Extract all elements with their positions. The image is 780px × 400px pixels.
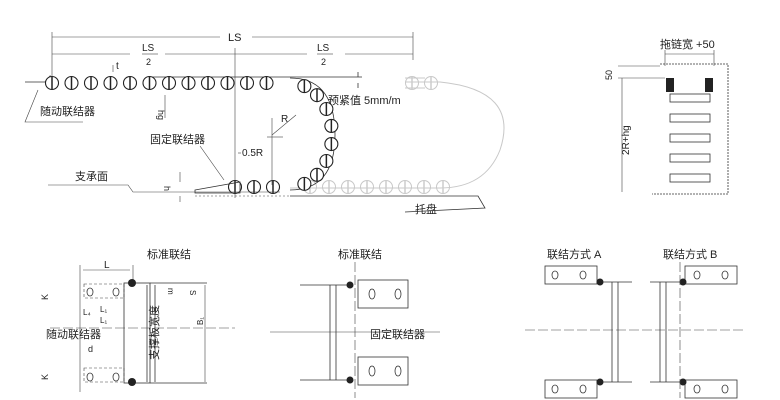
chain-width-label: 拖链宽 +50 <box>660 37 715 51</box>
standard-connection-detail-left: 标准联结 L K K L₄ L₁ L₁ d 随动联结器 m S B₁ 支撑板宽度 <box>40 247 235 392</box>
standard-title-left: 标准联结 <box>147 247 191 261</box>
l1-label: L₁ <box>100 305 107 314</box>
end-view-crossbar <box>669 153 711 163</box>
connection-a-detail: 联结方式 A <box>525 247 745 399</box>
ls-half-left-den: 2 <box>146 57 151 67</box>
half-r-label: 0.5R <box>242 148 263 159</box>
tray-label: 托盘 <box>415 202 437 216</box>
end-view-crossbar <box>669 113 711 123</box>
connection-b-title: 联结方式 B <box>663 247 717 261</box>
ls-half-right-den: 2 <box>321 57 326 67</box>
h-label: h <box>162 186 172 191</box>
moving-connector-detail-label: 随动联结器 <box>46 327 101 341</box>
k-label-bottom: K <box>40 374 50 380</box>
b1-label: B₁ <box>196 317 205 325</box>
fixed-connector-label: 固定联结器 <box>150 132 205 146</box>
end-view-crossbar <box>669 133 711 143</box>
ls-dimension: LS LS 2 LS 2 <box>51 32 414 198</box>
l1b-label: L₁ <box>100 316 107 325</box>
support-surface-label: 支承面 <box>75 170 108 183</box>
r-label: R <box>281 114 288 125</box>
top-gap-label: 50 <box>604 70 614 80</box>
t-label: t <box>116 61 119 72</box>
connection-b-detail: 联结方式 B <box>650 247 738 399</box>
l-label: L <box>104 260 110 271</box>
ls-half-left-num: LS <box>142 43 155 54</box>
hg-label: hg <box>156 110 166 120</box>
end-view-links <box>669 93 711 183</box>
ls-half-right-num: LS <box>317 43 330 54</box>
moving-connector-label: 随动联结器 <box>40 104 95 118</box>
plate-width-label: 支撑板宽度 <box>147 305 161 360</box>
connection-a-title: 联结方式 A <box>547 247 602 261</box>
height-label: 2R+hg <box>621 125 632 155</box>
ghost-links <box>303 76 450 194</box>
fixed-connector-detail-label: 固定联结器 <box>370 327 425 341</box>
end-view-crossbar <box>669 173 711 183</box>
k-label-top: K <box>40 294 50 300</box>
chain-links <box>44 75 339 195</box>
s-label: S <box>188 290 197 295</box>
l4-label: L₄ <box>83 308 91 317</box>
d-label: d <box>88 344 93 354</box>
standard-title-right: 标准联结 <box>338 247 382 261</box>
m-label: m <box>166 288 175 295</box>
end-view: 拖链宽 +50 50 2R+hg <box>604 37 729 195</box>
pretension-label: 预紧值 5mm/m <box>328 94 401 107</box>
ls-label: LS <box>228 32 241 44</box>
standard-connection-detail-right: 标准联结 固定联结器 <box>270 247 440 398</box>
end-view-crossbar <box>669 93 711 103</box>
